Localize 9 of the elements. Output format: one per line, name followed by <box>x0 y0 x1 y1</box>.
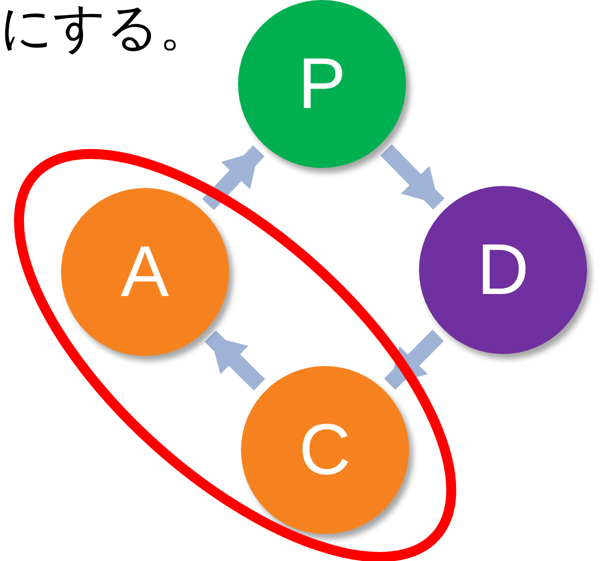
text-fragment: にする。 <box>0 2 211 54</box>
block-arrow <box>202 145 265 210</box>
block-arrow <box>380 144 445 210</box>
circle-node: A <box>60 188 229 356</box>
block-arrow <box>204 330 266 391</box>
circle-node: C <box>240 366 409 534</box>
circle-node: P <box>238 0 406 168</box>
block-arrow <box>384 330 444 390</box>
circle-node: D <box>419 186 587 354</box>
